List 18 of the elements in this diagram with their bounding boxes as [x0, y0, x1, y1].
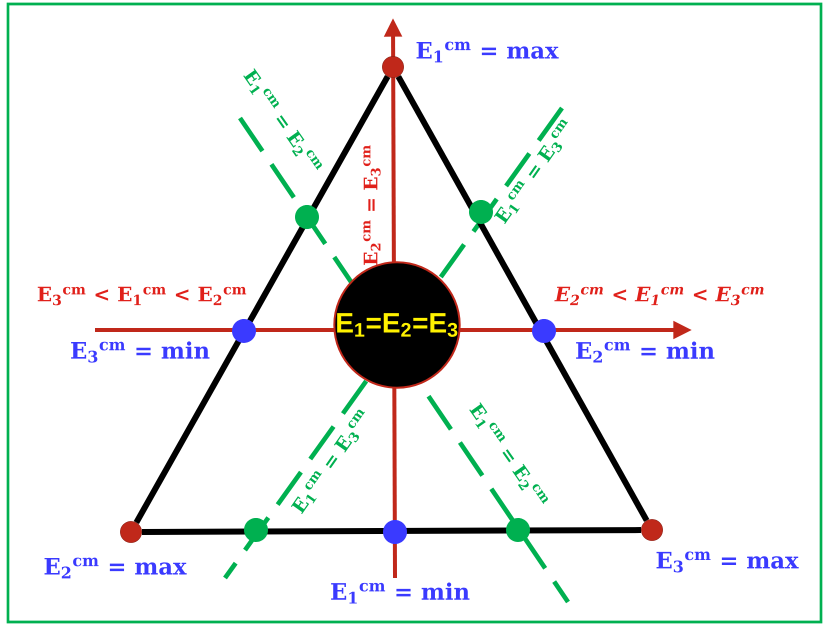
triangle-side — [142, 527, 642, 535]
vertex-label: E$_{2}$$^{cm}$ = max — [44, 558, 187, 578]
condition-label: E$_{1}$$^{cm}$ = E$_{2}$cm — [469, 402, 548, 504]
condition-label: E$_{3}$$^{cm}$ < E$_{1}$$^{cm}$ < E$_{2}$cm — [38, 286, 246, 306]
condition-label: E$_{1}$$^{cm}$ = min — [331, 582, 470, 604]
condition-label: E$_{2}$$^{cm}$ = min — [576, 341, 714, 363]
condition-label: E$_{1}$$^{cm}$ = E$_{3}$cm — [494, 120, 568, 224]
vertex-dot — [641, 519, 663, 541]
triangle-side — [396, 75, 650, 522]
condition-label: E$_{1}$$^{cm}$ = E$_{2}$cm — [243, 68, 322, 170]
triangle-side — [134, 75, 390, 524]
condition-label: E$_{3}$$^{cm}$ = min — [71, 341, 210, 363]
vertex-label: E$_{3}$$^{cm}$ = max — [656, 552, 799, 572]
condition-label: E$_{2}$$^{cm}$ < E$_{1}$$^{cm}$ < E$_{3}$cm — [554, 286, 764, 306]
vertex-dot — [120, 521, 142, 543]
vertex-dot — [382, 56, 404, 78]
condition-label: E$_{1}$$^{cm}$ = E$_{3}$cm — [290, 410, 365, 514]
vertex-label: E$_{1}$$^{cm}$ = max — [416, 42, 559, 62]
